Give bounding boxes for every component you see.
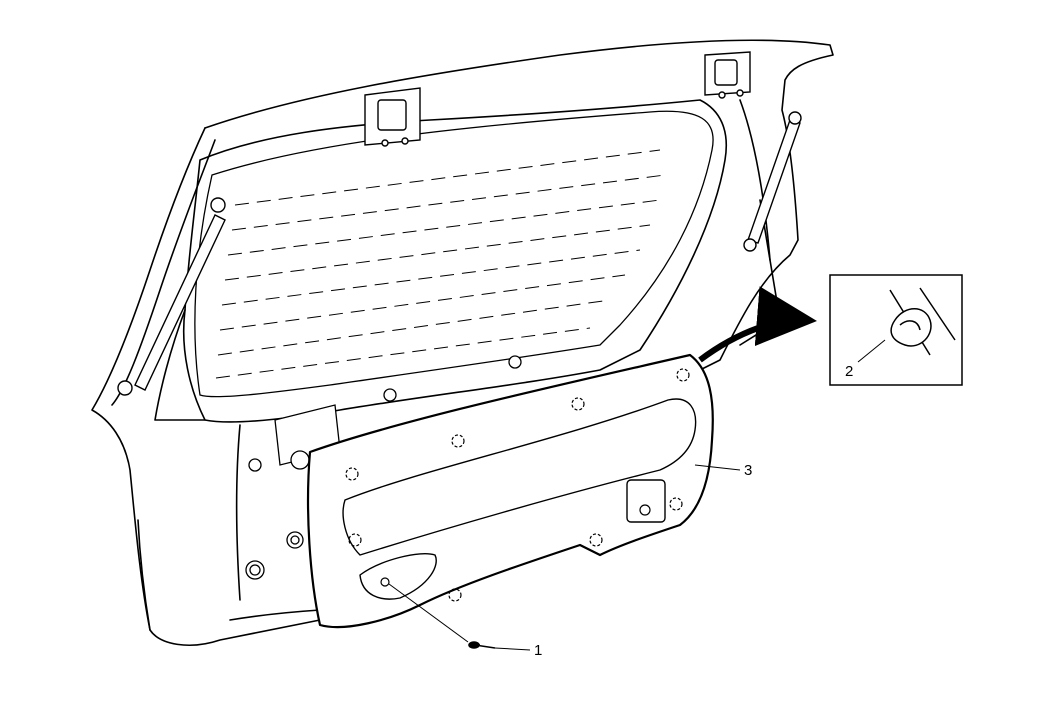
screw <box>388 583 496 649</box>
gas-strut-right <box>743 111 802 252</box>
leader-line-1 <box>494 647 531 651</box>
leader-line-3 <box>694 464 741 471</box>
hinge-left <box>364 87 421 147</box>
clip-detail-inset <box>829 274 963 386</box>
hinge-right <box>704 51 751 99</box>
callout-clip: 2 <box>845 363 853 380</box>
liftgate-body <box>91 39 834 646</box>
trim-panel <box>306 353 714 629</box>
rear-window-glass <box>194 110 714 398</box>
clip-locations <box>345 368 690 602</box>
callout-screw: 1 <box>534 642 542 659</box>
callout-trim-panel: 3 <box>744 462 752 479</box>
gas-strut-left <box>117 197 226 396</box>
leader-lines <box>494 464 741 651</box>
detail-arrow <box>698 286 817 363</box>
